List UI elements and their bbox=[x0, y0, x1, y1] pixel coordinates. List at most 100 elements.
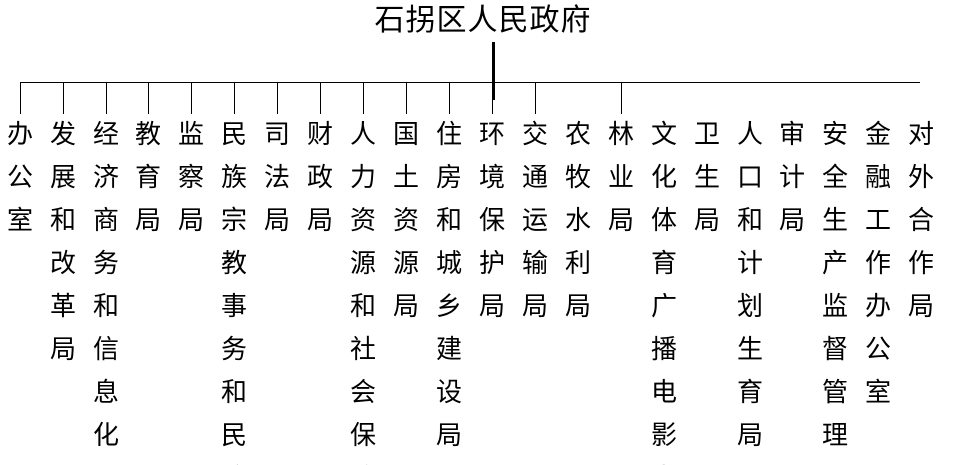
department-label-char: 民 bbox=[220, 421, 247, 451]
department-node[interactable]: 文化体育广播电影电视局 bbox=[649, 114, 679, 465]
department-label-char: 输 bbox=[521, 249, 548, 279]
department-label-char: 产 bbox=[821, 249, 848, 279]
department-node[interactable]: 审计局 bbox=[777, 114, 807, 243]
department-label-char: 局 bbox=[49, 335, 76, 365]
department-label-char: 商 bbox=[92, 206, 119, 236]
department-label-char: 力 bbox=[349, 163, 376, 193]
department-node[interactable]: 安全生产监督管理局 bbox=[820, 114, 850, 465]
department-label-char: 督 bbox=[821, 335, 848, 365]
department-label-char: 监 bbox=[177, 120, 204, 150]
department-label-char: 发 bbox=[49, 120, 76, 150]
department-node[interactable]: 交通运输局 bbox=[520, 114, 550, 329]
department-label-char: 和 bbox=[435, 206, 462, 236]
department-label-char: 局 bbox=[778, 206, 805, 236]
department-node[interactable]: 金融工作办公室 bbox=[863, 114, 893, 415]
department-label-char: 务 bbox=[220, 335, 247, 365]
department-label-char: 和 bbox=[220, 378, 247, 408]
department-node[interactable]: 卫生局 bbox=[692, 114, 722, 243]
department-label-char: 会 bbox=[349, 378, 376, 408]
department-label-char: 展 bbox=[49, 163, 76, 193]
department-label-char: 政 bbox=[306, 163, 333, 193]
department-node[interactable]: 对外合作局 bbox=[906, 114, 936, 329]
department-label-char: 局 bbox=[521, 292, 548, 322]
department-node[interactable]: 人口和计划生育局 bbox=[735, 114, 765, 458]
department-label-char: 安 bbox=[821, 120, 848, 150]
department-label-char: 办 bbox=[6, 120, 33, 150]
department-label-char: 办 bbox=[864, 292, 891, 322]
department-node[interactable]: 民族宗教事务和民政局 bbox=[219, 114, 249, 465]
department-label-char: 乡 bbox=[435, 292, 462, 322]
department-label-char: 国 bbox=[392, 120, 419, 150]
department-label-char: 局 bbox=[263, 206, 290, 236]
department-label-char: 生 bbox=[821, 206, 848, 236]
department-node[interactable]: 发展和改革局 bbox=[48, 114, 78, 372]
department-label-char: 人 bbox=[349, 120, 376, 150]
department-label-char: 局 bbox=[907, 292, 934, 322]
department-label-char: 生 bbox=[693, 163, 720, 193]
department-node[interactable]: 林业局 bbox=[606, 114, 636, 243]
department-node[interactable]: 人力资源和社会保障局 bbox=[348, 114, 378, 465]
department-label-char: 公 bbox=[6, 163, 33, 193]
department-label-char: 运 bbox=[521, 206, 548, 236]
department-node[interactable]: 住房和城乡建设局 bbox=[434, 114, 464, 458]
department-label-char: 住 bbox=[435, 120, 462, 150]
department-label-char: 审 bbox=[778, 120, 805, 150]
department-label-char: 事 bbox=[220, 292, 247, 322]
department-label-char: 作 bbox=[907, 249, 934, 279]
department-label-char: 政 bbox=[219, 458, 249, 465]
department-label-char: 护 bbox=[478, 249, 505, 279]
department-label-char: 育 bbox=[650, 249, 677, 279]
department-label-char: 局 bbox=[306, 206, 333, 236]
department-label-char: 影 bbox=[650, 421, 677, 451]
department-label-char: 和 bbox=[49, 206, 76, 236]
department-node[interactable]: 国土资源局 bbox=[391, 114, 421, 329]
drop-line bbox=[320, 82, 321, 114]
department-label-char: 局 bbox=[820, 458, 850, 465]
horizontal-bus-line bbox=[20, 82, 920, 83]
department-label-char: 革 bbox=[49, 292, 76, 322]
department-node[interactable]: 环境保护局 bbox=[477, 114, 507, 329]
department-label-char: 局 bbox=[693, 206, 720, 236]
department-label-char: 交 bbox=[521, 120, 548, 150]
department-node[interactable]: 教育局 bbox=[133, 114, 163, 243]
department-label-char: 源 bbox=[392, 249, 419, 279]
department-label-char: 监 bbox=[821, 292, 848, 322]
drop-line bbox=[63, 82, 64, 114]
department-label-char: 工 bbox=[864, 206, 891, 236]
department-label-char: 民 bbox=[220, 120, 247, 150]
department-label-char: 卫 bbox=[693, 120, 720, 150]
drop-line bbox=[106, 82, 107, 114]
department-label-char: 融 bbox=[864, 163, 891, 193]
department-node[interactable]: 司法局 bbox=[262, 114, 292, 243]
department-label-char: 业 bbox=[607, 163, 634, 193]
department-label-char: 划 bbox=[736, 292, 763, 322]
department-label-char: 局 bbox=[134, 206, 161, 236]
department-label-char: 资 bbox=[392, 206, 419, 236]
department-node[interactable]: 办公室 bbox=[5, 114, 35, 243]
drop-line bbox=[191, 82, 192, 114]
department-label-char: 育 bbox=[134, 163, 161, 193]
department-node[interactable]: 监察局 bbox=[176, 114, 206, 243]
department-label-char: 化 bbox=[650, 163, 677, 193]
department-label-char: 管 bbox=[821, 378, 848, 408]
department-label-char: 和 bbox=[736, 206, 763, 236]
drop-line bbox=[148, 82, 149, 114]
department-node[interactable]: 财政局 bbox=[305, 114, 335, 243]
department-node[interactable]: 农牧水利局 bbox=[563, 114, 593, 329]
department-label-char: 室 bbox=[6, 206, 33, 236]
department-label-char: 改 bbox=[49, 249, 76, 279]
department-label-char: 保 bbox=[349, 421, 376, 451]
department-label-char: 林 bbox=[607, 120, 634, 150]
department-label-char: 社 bbox=[349, 335, 376, 365]
drop-line bbox=[277, 82, 278, 114]
department-label-char: 育 bbox=[736, 378, 763, 408]
department-label-char: 利 bbox=[564, 249, 591, 279]
department-label-char: 人 bbox=[736, 120, 763, 150]
department-node[interactable]: 经济商务和信息化局 bbox=[91, 114, 121, 465]
department-label-char: 法 bbox=[263, 163, 290, 193]
department-label-char: 信 bbox=[92, 335, 119, 365]
department-label-char: 和 bbox=[92, 292, 119, 322]
department-label-char: 和 bbox=[349, 292, 376, 322]
department-label-char: 经 bbox=[92, 120, 119, 150]
drop-line bbox=[492, 82, 493, 114]
